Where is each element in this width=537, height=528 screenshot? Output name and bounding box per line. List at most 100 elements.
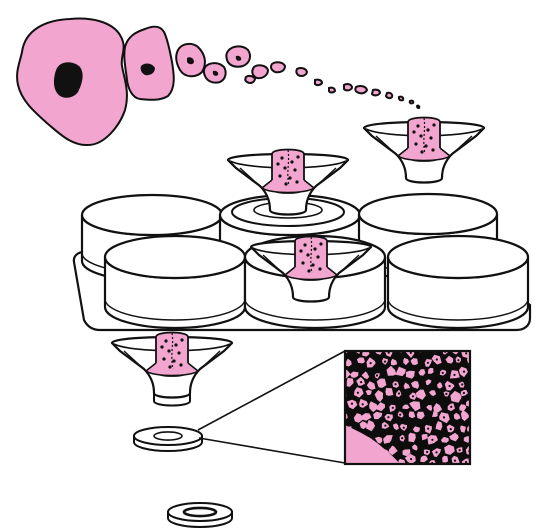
tissue-fragment — [271, 62, 285, 72]
membrane-cell-nucleus — [445, 393, 447, 395]
tissue-fragment — [315, 80, 322, 85]
membrane-cell-nucleus — [427, 362, 429, 364]
membrane-cell-nucleus — [347, 473, 349, 475]
tissue-fragment — [399, 97, 403, 101]
tissue-fragment — [386, 93, 392, 98]
tissue-fragment — [124, 27, 173, 100]
membrane-disk-hole — [154, 432, 182, 440]
membrane-disk-hole — [184, 508, 216, 516]
tissue-cell-dot — [426, 128, 429, 131]
membrane-cell — [479, 446, 486, 454]
membrane-cell — [473, 412, 483, 420]
tissue-cell-dot — [179, 363, 182, 366]
membrane-cell-nucleus — [459, 449, 461, 451]
membrane-cell-nucleus — [453, 374, 455, 376]
membrane-cell-nucleus — [461, 383, 463, 385]
tissue-cell-dot — [290, 160, 293, 163]
membrane-cell-nucleus — [398, 392, 400, 394]
tissue-cell-dot — [278, 174, 281, 177]
cell-culture-insert — [228, 150, 348, 227]
tissue-cell-dot — [162, 357, 165, 360]
membrane-cell-nucleus — [450, 428, 452, 430]
tissue-fragment — [252, 65, 268, 78]
tissue-cell-dot — [280, 156, 283, 159]
well-rim — [359, 194, 497, 234]
membrane-cell-nucleus — [399, 414, 401, 416]
tissue-cell-dot — [172, 359, 175, 362]
tissue-cell-dot — [419, 134, 422, 137]
membrane-cell-nucleus — [479, 361, 481, 363]
tissue-cell-dot — [424, 144, 427, 147]
membrane-cell — [422, 468, 431, 476]
cell-culture-insert — [112, 333, 232, 406]
tissue-fragment — [372, 90, 380, 96]
membrane-cell — [477, 424, 486, 433]
tissue-cell-dot — [412, 130, 415, 133]
tissue-fragment — [245, 76, 255, 83]
membrane-cell — [377, 466, 386, 473]
membrane-cell-nucleus — [454, 460, 456, 462]
membrane-cell-nucleus — [412, 395, 414, 397]
tissue-cell-dot — [288, 176, 291, 179]
membrane-cell-nucleus — [442, 372, 444, 374]
tissue-cell-dot — [429, 136, 432, 139]
well-rim — [105, 236, 245, 278]
membrane-cell-nucleus — [477, 391, 479, 393]
membrane-cell — [434, 466, 440, 473]
membrane-cell-nucleus — [384, 425, 386, 427]
tissue-cell-dot — [276, 162, 279, 165]
membrane-cell-nucleus — [357, 392, 359, 394]
membrane-cell-nucleus — [399, 348, 401, 350]
membrane-cell-nucleus — [463, 392, 465, 394]
tissue-cell-dot — [174, 343, 177, 346]
membrane-cell-nucleus — [359, 473, 361, 475]
membrane-cell-nucleus — [415, 472, 417, 474]
membrane-cell — [356, 470, 364, 477]
membrane-cell — [344, 471, 353, 479]
membrane-cell-nucleus — [370, 362, 372, 364]
well-rim — [82, 195, 222, 235]
tissue-cell-dot — [313, 247, 316, 250]
tissue-cell-dot — [420, 150, 423, 153]
tissue-cell-dot — [416, 124, 419, 127]
cell-culture-insert — [364, 118, 484, 183]
membrane-cell-nucleus — [435, 451, 437, 453]
membrane-cell-nucleus — [410, 458, 412, 460]
membrane-disk — [168, 503, 232, 527]
membrane-cell — [413, 468, 421, 477]
magnified-membrane-view — [198, 345, 488, 480]
membrane-cell-nucleus — [465, 461, 467, 463]
membrane-cell-nucleus — [401, 437, 403, 439]
membrane-cell — [474, 387, 482, 396]
tissue-cell-dot — [301, 261, 304, 264]
membrane-cell-nucleus — [427, 428, 429, 430]
membrane-cell — [471, 346, 478, 355]
membrane-cell — [478, 470, 484, 478]
tissue-cell-dot — [168, 365, 171, 368]
membrane-disks — [134, 427, 232, 527]
membrane-cell-nucleus — [360, 381, 362, 383]
membrane-cell — [442, 456, 448, 463]
membrane-cell-nucleus — [394, 383, 396, 385]
membrane-cell — [470, 467, 478, 475]
membrane-cell-nucleus — [403, 427, 405, 429]
membrane-cell-nucleus — [425, 471, 427, 473]
tissue-cell-dot — [295, 180, 298, 183]
membrane-cell-nucleus — [387, 416, 389, 418]
membrane-cell — [392, 471, 399, 476]
tissue-cell-dot — [319, 242, 322, 245]
tissue-cell-dot — [284, 182, 287, 185]
well-rim — [388, 236, 528, 278]
membrane-cell-nucleus — [449, 385, 451, 387]
zoom-line-top — [198, 351, 345, 430]
membrane-cell-nucleus — [376, 374, 378, 376]
tissue-fragment — [344, 84, 352, 90]
membrane-cell-nucleus — [472, 385, 474, 387]
zoom-line-bottom — [199, 438, 345, 463]
tissue-cell-dot — [296, 155, 299, 158]
tissue-cell-dot — [160, 345, 163, 348]
tissue-cell-dot — [316, 255, 319, 258]
membrane-cell-nucleus — [482, 450, 484, 452]
membrane-cell — [474, 368, 481, 374]
